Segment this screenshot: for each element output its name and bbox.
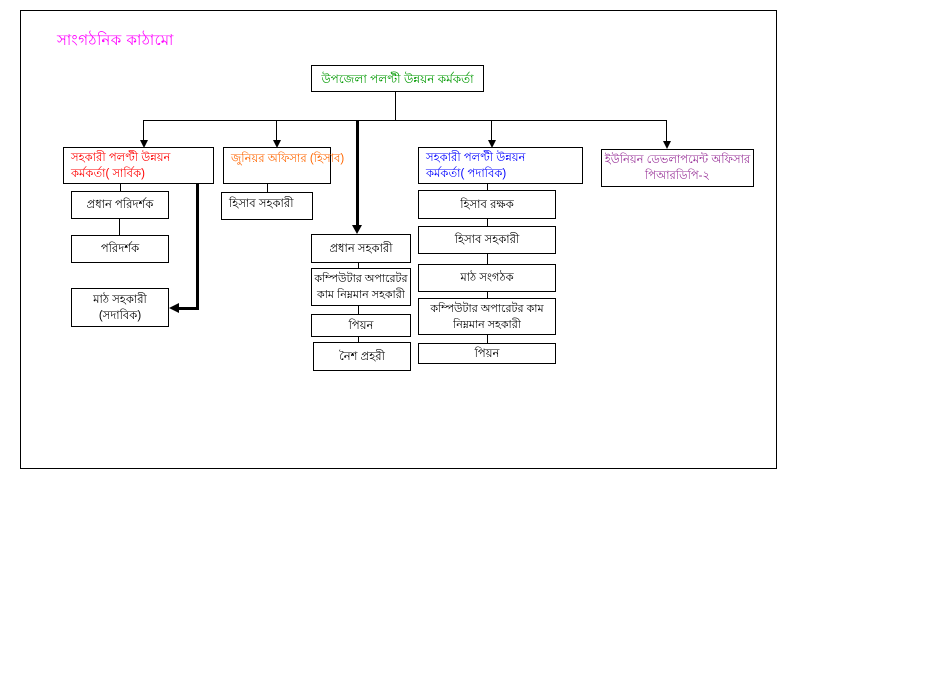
org-node-computer-operator-mid: কম্পিউটার অপারেটর কাম নিম্নমান সহকারী xyxy=(311,268,411,306)
arrow-down-icon xyxy=(488,140,496,148)
connector-accounts-assistant-to-field-organizer xyxy=(487,254,488,264)
org-node-label: উপজেলা পলণ্টী উন্নয়ন কর্মকর্তা xyxy=(321,71,474,86)
org-node-accounts-assistant: হিসাব সহকারী xyxy=(418,226,556,254)
connector-ardo-sarbik-hook-vertical xyxy=(196,184,199,310)
connector-accountant-to-accounts-assistant xyxy=(487,219,488,226)
org-node-peon-right: পিয়ন xyxy=(418,343,556,364)
connector-rail-to-junior-officer xyxy=(276,120,277,141)
connector-rail-to-ardo-sarbik xyxy=(143,120,144,141)
org-node-label: পিয়ন xyxy=(348,319,374,332)
connector-rail-to-ardo-pdbf xyxy=(491,120,492,141)
org-node-inspector: পরিদর্শক xyxy=(71,235,169,263)
org-node-ardo-pdbf: সহকারী পলণ্টী উন্নয়ন কর্মকর্তা( পদাবিক) xyxy=(418,147,583,184)
org-node-label: কাম নিম্নমান সহকারী xyxy=(317,289,405,301)
org-node-label: নৈশ প্রহরী xyxy=(339,350,385,363)
org-node-label: সহকারী পলণ্টী উন্নয়ন xyxy=(71,151,171,164)
connector-peon-to-night-guard xyxy=(358,337,359,342)
org-node-junior-officer-accounts: জুনিয়র অফিসার (হিসাব) xyxy=(223,147,344,184)
connector-rail-to-udo xyxy=(666,120,667,142)
org-node-night-guard: নৈশ প্রহরী xyxy=(313,342,411,371)
org-node-chief-inspector: প্রধান পরিদর্শক xyxy=(71,191,169,219)
org-node-label: কর্মকর্তা( পদাবিক) xyxy=(426,167,507,180)
connector-junior-officer-to-accounts-assistant xyxy=(267,184,268,192)
org-node-label: ইউনিয়ন ডেভলাপমেন্ট অফিসার xyxy=(604,154,751,166)
org-node-label: সহকারী পলণ্টী উন্নয়ন xyxy=(426,151,526,164)
connector-chief-inspector-to-inspector xyxy=(119,219,120,235)
org-node-upazila-rural-development-officer: উপজেলা পলণ্টী উন্নয়ন কর্মকর্তা xyxy=(311,65,484,92)
connector-rail-to-head-assistant xyxy=(356,120,359,226)
org-node-ardo-sarbik: সহকারী পলণ্টী উন্নয়ন কর্মকর্তা( সার্বিক… xyxy=(63,147,214,184)
connector-ardo-pdbf-to-accountant xyxy=(487,184,488,190)
org-node-union-development-officer-prdp2: ইউনিয়ন ডেভলাপমেন্ট অফিসার পিআরডিপি-২ xyxy=(601,149,754,187)
connector-field-organizer-to-computer-operator xyxy=(487,292,488,298)
org-node-label: পিয়ন xyxy=(474,347,500,360)
connector-ardo-sarbik-hook-horizontal xyxy=(179,307,199,310)
arrow-down-icon xyxy=(273,140,281,148)
org-node-computer-operator-right: কম্পিউটার অপারেটর কাম নিম্নমান সহকারী xyxy=(418,298,556,335)
org-chart-frame: সাংগঠনিক কাঠামো উপজেলা পলণ্টী উন্নয়ন কর… xyxy=(20,10,777,469)
connector-root-to-rail xyxy=(395,92,396,120)
org-node-head-assistant: প্রধান সহকারী xyxy=(311,234,411,263)
arrow-left-icon xyxy=(169,303,179,313)
org-node-label: পরিদর্শক xyxy=(100,243,140,255)
org-node-field-assistant-sadabik: মাঠ সহকারী (সদাবিক) xyxy=(71,288,169,327)
connector-ardo-sarbik-to-chief-inspector xyxy=(120,184,121,191)
org-node-label: কম্পিউটার অপারেটর xyxy=(314,273,408,285)
org-node-peon-mid: পিয়ন xyxy=(311,314,411,337)
org-node-label: হিসাব সহকারী xyxy=(229,198,294,210)
org-node-label: জুনিয়র অফিসার (হিসাব) xyxy=(231,153,345,165)
org-node-label: হিসাব সহকারী xyxy=(454,234,520,246)
connector-computer-operator-to-peon-mid xyxy=(358,306,359,314)
org-node-label: হিসাব রক্ষক xyxy=(460,198,514,211)
org-node-label: প্রধান পরিদর্শক xyxy=(86,199,154,211)
arrow-down-icon xyxy=(140,140,148,148)
org-node-label: প্রধান সহকারী xyxy=(329,242,393,255)
org-node-accountant: হিসাব রক্ষক xyxy=(418,190,556,219)
connector-head-assistant-to-computer-operator xyxy=(358,263,359,268)
org-node-label: মাঠ সংগঠক xyxy=(460,272,514,284)
org-node-label: নিম্নমান সহকারী xyxy=(453,318,521,331)
org-node-field-organizer: মাঠ সংগঠক xyxy=(418,264,556,292)
page-title: সাংগঠনিক কাঠামো xyxy=(57,32,174,49)
arrow-down-icon xyxy=(663,141,671,149)
org-node-label: পিআরডিপি-২ xyxy=(645,170,710,182)
org-node-label: কর্মকর্তা( সার্বিক) xyxy=(71,167,145,180)
org-node-accounts-assistant-under-junior-officer: হিসাব সহকারী xyxy=(221,192,313,220)
org-node-label: (সদাবিক) xyxy=(98,309,142,322)
connector-main-rail xyxy=(143,120,667,121)
org-node-label: মাঠ সহকারী xyxy=(93,293,147,306)
connector-computer-operator-to-peon xyxy=(487,335,488,343)
org-node-label: কম্পিউটার অপারেটর কাম xyxy=(430,302,544,315)
arrow-down-icon xyxy=(352,225,362,234)
